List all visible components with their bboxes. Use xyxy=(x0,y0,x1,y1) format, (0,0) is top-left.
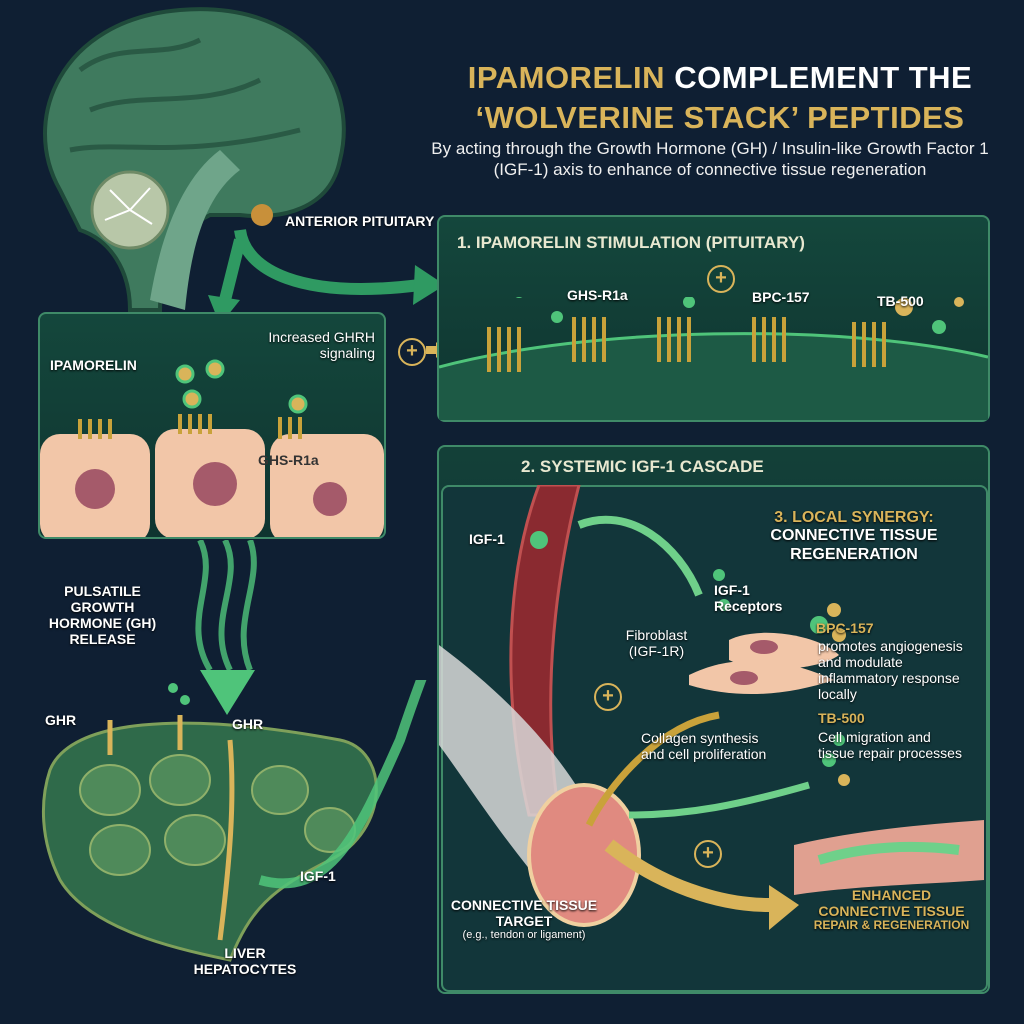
ipamorelin-label: IPAMORELIN xyxy=(50,357,137,373)
igf1-receptors-label: IGF-1 Receptors xyxy=(714,582,783,615)
target-title: CONNECTIVE TISSUE TARGET xyxy=(450,897,598,930)
liver-hepatocytes-label: LIVER HEPATOCYTES xyxy=(193,945,297,978)
ghs-r1a-label: GHS-R1a xyxy=(258,452,319,468)
liver-illustration xyxy=(42,680,427,962)
panel3-header: 3. LOCAL SYNERGY: CONNECTIVE TISSUE REGE… xyxy=(734,509,974,564)
bpc157-name: BPC-157 xyxy=(816,620,874,636)
tissue-illustration xyxy=(439,485,984,930)
panel2-igf1-label: IGF-1 xyxy=(469,531,505,547)
tb500-description: Cell migration and tissue repair process… xyxy=(818,729,962,762)
panel3-header-line2: CONNECTIVE TISSUE REGENERATION xyxy=(770,527,938,563)
collagen-label: Collagen synthesis and cell proliferatio… xyxy=(641,730,767,763)
result-line1: ENHANCED xyxy=(851,887,932,903)
enhanced-repair-result: ENHANCED CONNECTIVE TISSUE REPAIR & REGE… xyxy=(799,887,984,933)
title-line-1: IPAMORELIN COMPLEMENT THE xyxy=(420,60,1020,96)
title-rest: COMPLEMENT THE xyxy=(674,60,973,95)
panel-ipamorelin-stimulation: 1. IPAMORELIN STIMULATION (PITUITARY) GH… xyxy=(437,215,990,422)
plus-icon: + xyxy=(707,265,735,293)
target-example: (e.g., tendon or ligament) xyxy=(462,929,586,942)
pituitary-membrane xyxy=(439,297,988,420)
panel-systemic-igf1-cascade: 2. SYSTEMIC IGF-1 CASCADE IGF-1 3. LOCAL… xyxy=(437,445,990,994)
fibroblast-label: Fibroblast (IGF-1R) xyxy=(625,627,688,660)
panel1-ghs-r1a-label: GHS-R1a xyxy=(567,287,628,303)
liver-igf1-label: IGF-1 xyxy=(300,868,336,884)
gh-release-waves xyxy=(195,540,257,715)
bpc157-description: promotes angiogenesis and modulate infla… xyxy=(818,638,963,703)
panel3-header-line1: 3. LOCAL SYNERGY: xyxy=(774,509,934,526)
ghr-left-label: GHR xyxy=(45,712,77,728)
panel2-header: 2. SYSTEMIC IGF-1 CASCADE xyxy=(521,457,764,476)
result-line2: CONNECTIVE TISSUE xyxy=(818,903,965,920)
panel1-header: 1. IPAMORELIN STIMULATION (PITUITARY) xyxy=(457,233,805,252)
ghrh-signal-label: Increased GHRH signaling xyxy=(268,329,375,362)
ipamorelin-molecules xyxy=(175,359,308,414)
panel1-bpc157-label: BPC-157 xyxy=(752,289,810,305)
title-highlight: IPAMORELIN xyxy=(467,60,666,95)
plus-icon: + xyxy=(594,683,622,711)
anterior-pituitary-label: ANTERIOR PITUITARY xyxy=(285,213,435,229)
brain-illustration xyxy=(43,7,440,320)
pituitary-cells xyxy=(40,414,384,537)
plus-icon: + xyxy=(398,338,426,366)
gh-release-label: PULSATILE GROWTH HORMONE (GH) RELEASE xyxy=(48,583,157,648)
result-line3: REPAIR & REGENERATION xyxy=(813,918,970,933)
tb500-name: TB-500 xyxy=(818,710,865,726)
plus-icon: + xyxy=(694,840,722,868)
pituitary-closeup-panel: IPAMORELIN Increased GHRH signaling GHS-… xyxy=(38,312,386,539)
subtitle: By acting through the Growth Hormone (GH… xyxy=(431,139,989,180)
title-line-2: ‘WOLVERINE STACK’ PEPTIDES xyxy=(475,100,965,135)
panel1-tb500-label: TB-500 xyxy=(877,293,924,309)
connective-tissue-target: CONNECTIVE TISSUE TARGET (e.g., tendon o… xyxy=(449,897,599,942)
ghr-right-label: GHR xyxy=(232,716,264,732)
